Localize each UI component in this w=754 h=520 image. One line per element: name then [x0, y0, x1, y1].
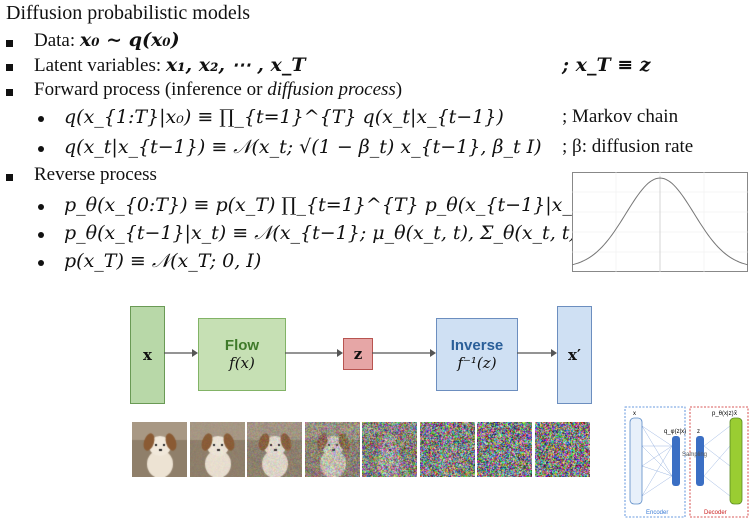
reverse-eq3: p(x_T) ≡ 𝒩(x_T; 0, I)	[64, 250, 262, 272]
arrow	[164, 349, 198, 357]
forward-eq2: q(x_t|x_{t−1}) ≡ 𝒩(x_t; √(1 − β_t) x_{t−…	[64, 136, 542, 158]
bullet-dot	[38, 260, 44, 266]
output-xprime-box: x′	[557, 306, 592, 404]
flow-func: f(x)	[229, 354, 255, 372]
forward-eq1: q(x_{1:T}|x₀) ≡ ∏_{t=1}^{T} q(x_t|x_{t−1…	[64, 106, 504, 128]
forward-eq1-note: ; Markov chain	[562, 106, 679, 127]
encoder-frame	[624, 406, 686, 518]
data-label: Data:	[34, 30, 76, 51]
reverse-label: Reverse process	[34, 164, 157, 185]
output-xprime-label: x′	[568, 346, 581, 364]
gaussian-curve	[572, 177, 748, 266]
vae-q-label: q_φ(z|x)	[664, 429, 686, 435]
slide-title: Diffusion probabilistic models	[6, 2, 251, 24]
inverse-func: f⁻¹(z)	[457, 354, 497, 372]
data-math: x₀ ~ q(x₀)	[79, 29, 180, 51]
noise-frame	[304, 422, 360, 477]
bullet-square	[6, 89, 13, 96]
vae-connections	[641, 425, 731, 497]
decoder-frame	[689, 406, 749, 518]
noise-frame	[477, 422, 532, 477]
input-x-label: x	[143, 346, 152, 364]
noise-frame	[419, 422, 475, 477]
forward-line: Forward process (inference or diffusion …	[34, 79, 402, 101]
forward-italic: diffusion process	[267, 79, 396, 100]
noise-frame	[247, 422, 302, 477]
vae-sampling-label: Sampling	[682, 452, 707, 458]
forward-label: Forward process (inference or	[34, 79, 263, 100]
noise-frame	[132, 422, 187, 477]
vae-z-label: z	[697, 429, 700, 435]
gaussian-curve-plot	[572, 172, 748, 272]
noise-frame	[534, 422, 590, 477]
flow-title: Flow	[224, 337, 260, 354]
inverse-box: Inverse f⁻¹(z)	[436, 318, 518, 391]
input-x-box: x	[130, 306, 165, 404]
reverse-eq1: p_θ(x_{0:T}) ≡ p(x_T) ∏_{t=1}^{T} p_θ(x_…	[64, 194, 587, 216]
arrow	[285, 349, 343, 357]
vae-output-layer	[729, 417, 743, 505]
latent-note: ; x_T ≡ z	[562, 54, 651, 76]
vae-decoder-label: Decoder	[704, 510, 727, 516]
vae-input-layer	[629, 417, 643, 505]
bullet-square	[6, 174, 13, 181]
vae-encoder-label: Encoder	[646, 510, 668, 516]
bullet-dot	[38, 116, 44, 122]
bullet-square	[6, 40, 13, 47]
latent-line: Latent variables: x₁, x₂, ⋯ , x_T	[34, 54, 305, 77]
forward-eq2-note: ; β: diffusion rate	[562, 136, 694, 157]
reverse-eq2: p_θ(x_{t−1}|x_t) ≡ 𝒩(x_{t−1}; μ_θ(x_t, t…	[64, 222, 585, 244]
vae-x-label: x	[633, 411, 636, 417]
arrow	[517, 349, 557, 357]
vae-z-layer	[696, 436, 704, 486]
vae-xhat-label: x̂	[734, 411, 737, 417]
bullet-dot	[38, 232, 44, 238]
flow-box: Flow f(x)	[198, 318, 286, 391]
inverse-title: Inverse	[450, 337, 504, 354]
bullet-dot	[38, 204, 44, 210]
noise-frame	[362, 422, 417, 477]
vae-p-label: p_θ(x|z)	[712, 411, 734, 417]
vae-diagram-thumbnail: x z x̂ q_φ(z|x) p_θ(x|z) Sampling Encode…	[624, 406, 749, 518]
bullet-square	[6, 64, 13, 71]
latent-z-label: z	[353, 345, 363, 363]
vae-encoder-out	[672, 436, 680, 486]
forward-close: )	[395, 79, 403, 100]
bullet-dot	[38, 146, 44, 152]
latent-z-box: z	[343, 338, 373, 370]
latent-label: Latent variables:	[34, 55, 162, 76]
data-line: Data: x₀ ~ q(x₀)	[34, 29, 180, 52]
arrow	[372, 349, 436, 357]
latent-math: x₁, x₂, ⋯ , x_T	[165, 54, 306, 76]
noise-frame	[189, 422, 245, 477]
